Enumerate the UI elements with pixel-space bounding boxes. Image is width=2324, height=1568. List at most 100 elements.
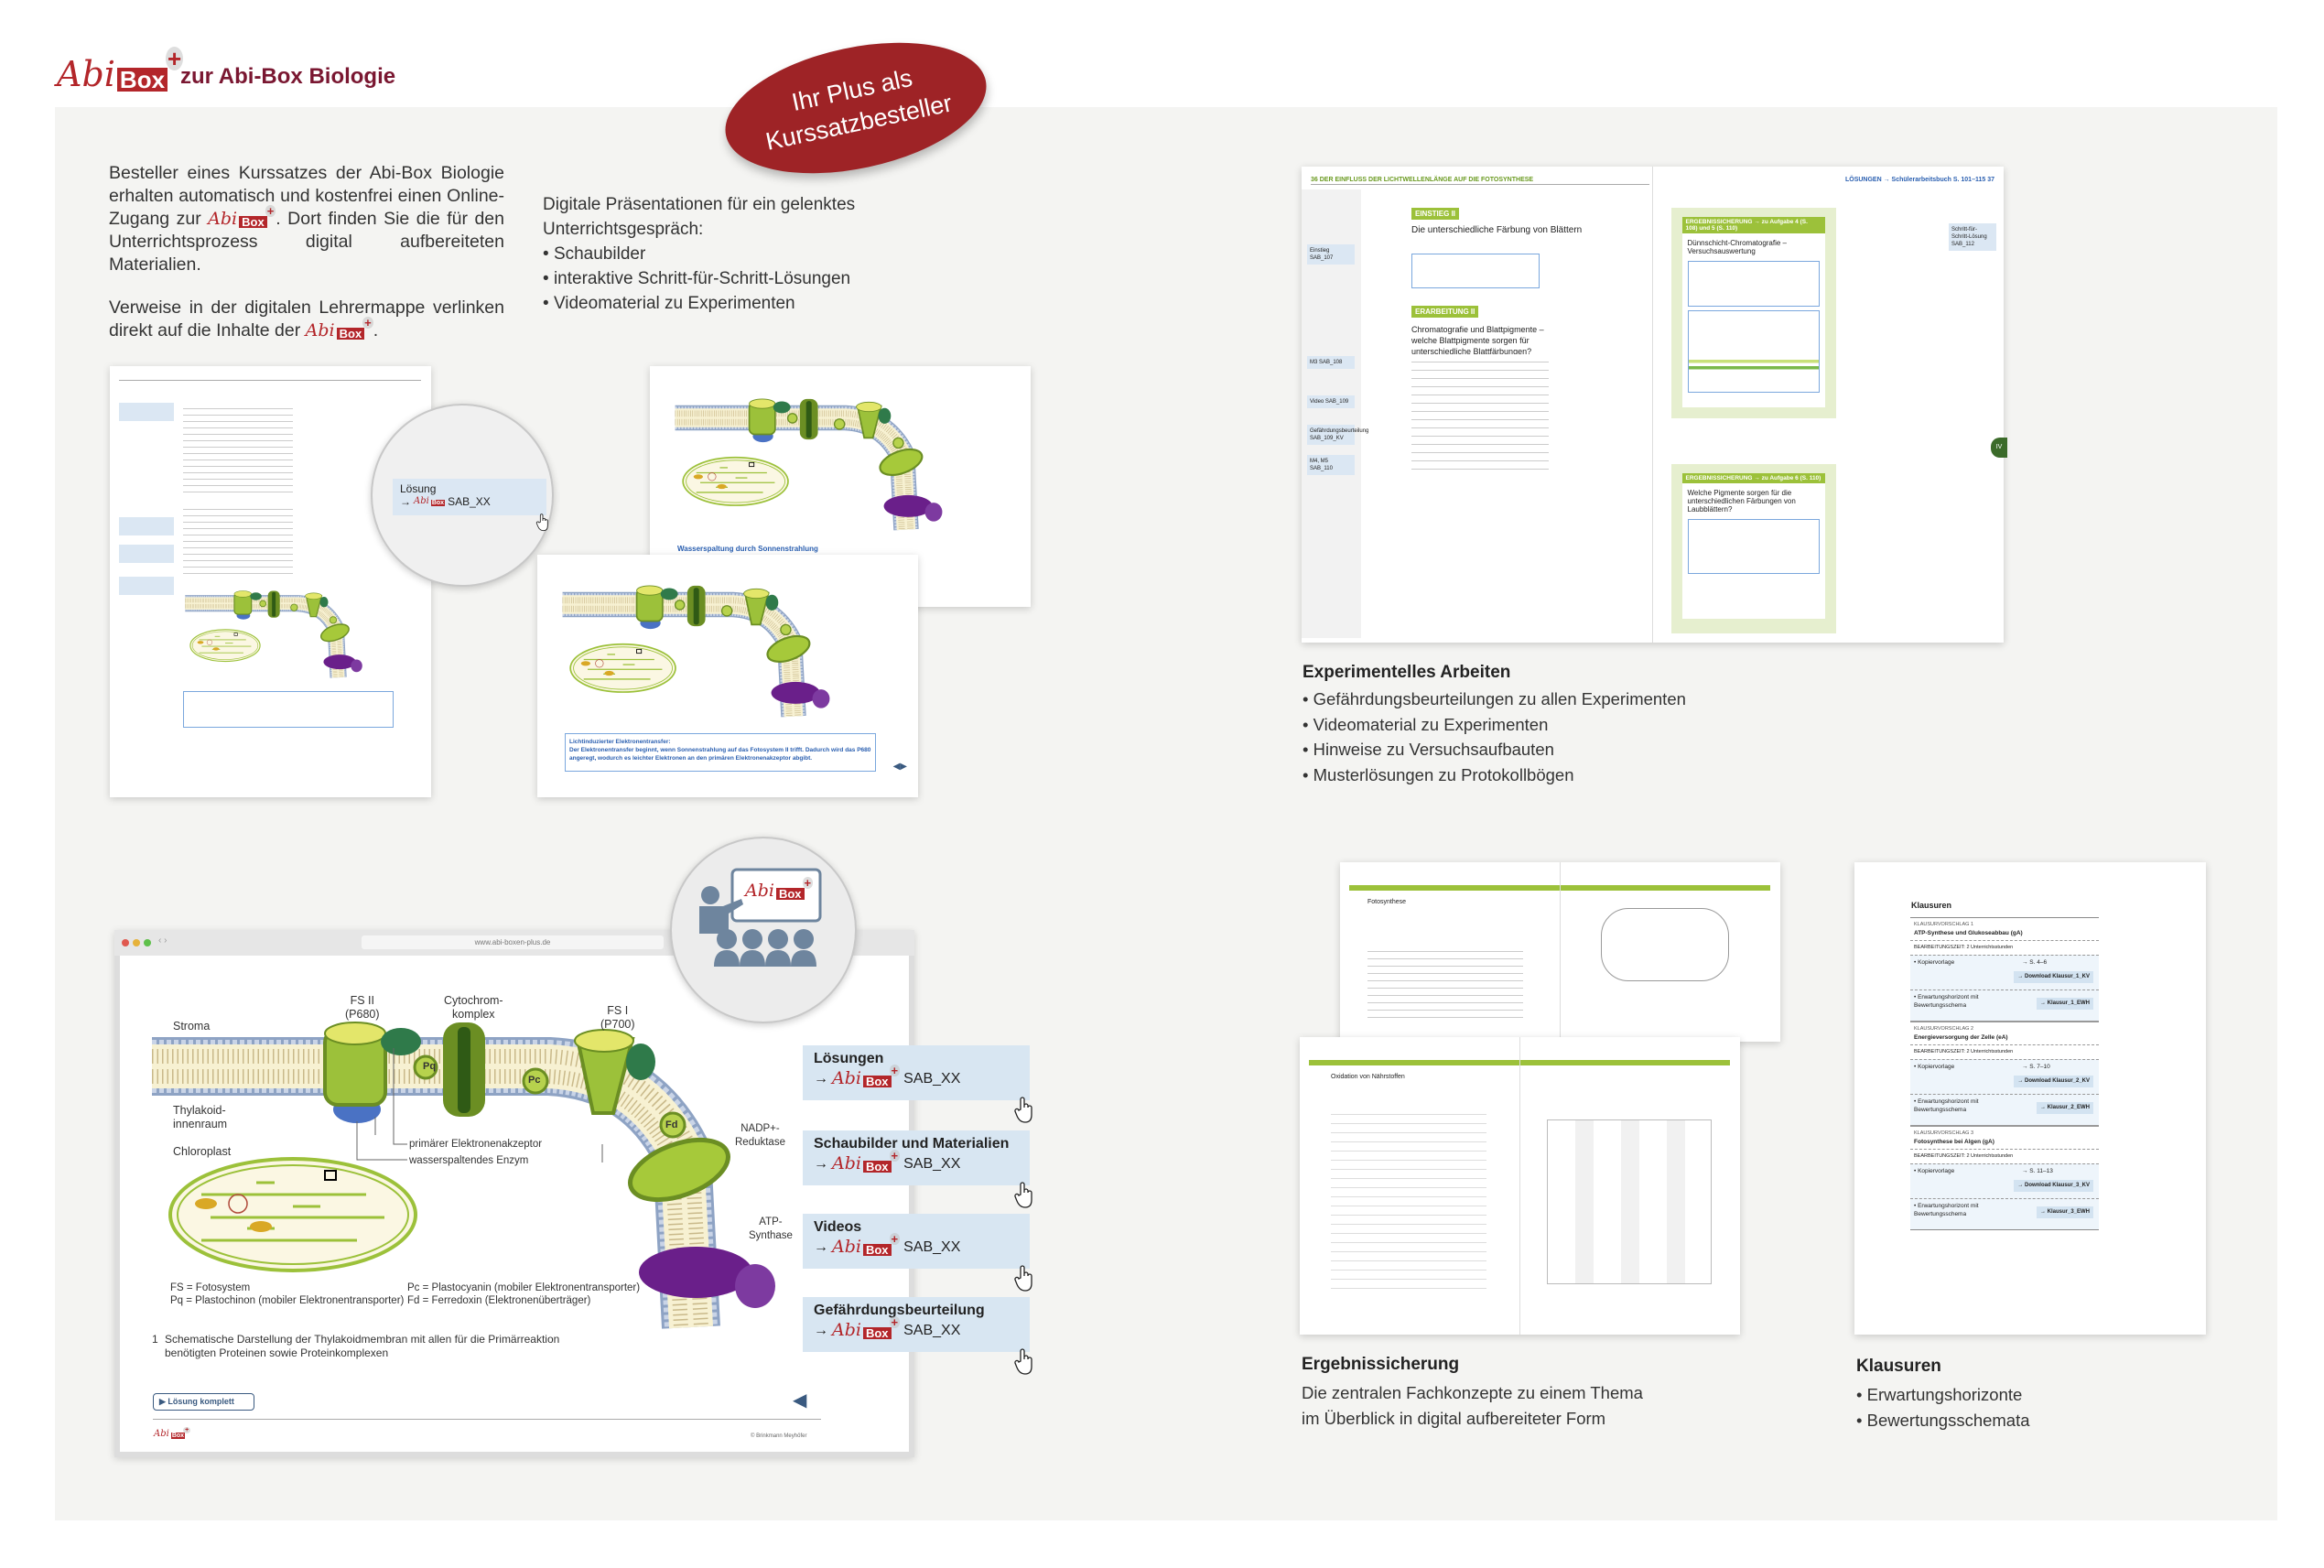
side-link[interactable]: M4, M5 SAB_110 <box>1307 455 1355 475</box>
intro-paragraph-2: Verweise in der digitalen Lehrermappe ve… <box>109 297 504 342</box>
side-link[interactable]: Einstieg SAB_107 <box>1307 244 1355 265</box>
erarbeitung-label: ERARBEITUNG II <box>1411 306 1479 318</box>
label-cyt-1: Cytochrom- <box>444 994 503 1007</box>
link-code: SAB_XX <box>903 1155 961 1172</box>
proposal-time: BEARBEITUNGSZEIT: 2 Unterrichtsstunden <box>1910 1044 2099 1059</box>
side-link[interactable] <box>119 577 174 595</box>
side-link[interactable]: Gefährdungsbeurteilung SAB_109_KV <box>1307 425 1368 445</box>
thylakoid-diagram-small <box>183 581 366 680</box>
side-link[interactable] <box>119 403 174 421</box>
hand-cursor-icon <box>1013 1182 1035 1209</box>
kv-row: • Kopiervorlage→ S. 7–10→ Download Klaus… <box>1910 1059 2099 1094</box>
download-kv-button[interactable]: → Download Klausur_1_KV <box>2014 971 2093 983</box>
label-fs2: FS II(P680) <box>345 994 380 1022</box>
maximize-dot[interactable] <box>144 939 151 946</box>
hand-cursor-icon <box>1013 1097 1035 1124</box>
klausuren-title: Klausuren <box>1856 1357 1941 1376</box>
logo-box: Box <box>775 888 805 900</box>
proposal-topic: Fotosynthese bei Algen (gA) <box>1914 1139 1994 1145</box>
label-thyl-2: innenraum <box>173 1118 228 1130</box>
solution-complete-button[interactable]: ▶ Lösung komplett <box>153 1393 254 1411</box>
label-atp-1: ATP- <box>759 1217 783 1227</box>
text-lines <box>1331 1106 1486 1289</box>
label-thylakoid: Thylakoid-innenraum <box>173 1104 227 1131</box>
page-header-line <box>119 372 421 381</box>
list-item: interaktive Schritt-für-Schritt-Lösungen <box>543 266 927 291</box>
download-kv-button[interactable]: → Download Klausur_3_KV <box>2014 1180 2093 1192</box>
link-title: Lösungen <box>814 1051 884 1066</box>
label-fs2-sub: (P680) <box>345 1008 380 1021</box>
solution-spread: 36 DER EINFLUSS DER LICHTWELLENLÄNGE AUF… <box>1302 167 2007 643</box>
ergebnis-title: Welche Pigmente sorgen für die unterschi… <box>1687 489 1796 514</box>
link-title: Videos <box>814 1219 862 1235</box>
figure-caption: Schematische Darstellung der Thylakoidme… <box>165 1333 560 1359</box>
side-link[interactable]: Video SAB_109 <box>1307 395 1355 408</box>
side-link[interactable] <box>119 545 174 563</box>
footer-line <box>153 1419 821 1420</box>
url-bar[interactable]: www.abi-boxen-plus.de <box>362 935 664 949</box>
proposal-label: KLAUSURVORSCHLAG 3 <box>1914 1130 1974 1136</box>
ewh-label: Erwartungshorizont mit Bewertungsschema <box>1914 1098 1979 1113</box>
back-arrow-icon[interactable]: ◀ <box>793 1390 807 1411</box>
kv-row: • Kopiervorlage→ S. 4–6→ Download Klausu… <box>1910 955 2099 989</box>
proposal-label: KLAUSURVORSCHLAG 2 <box>1914 1026 1974 1032</box>
thylakoid-diagram-small <box>560 571 835 720</box>
legend-item: Pq = Plastochinon (mobiler Elektronentra… <box>170 1295 405 1306</box>
close-dot[interactable] <box>122 939 129 946</box>
einstieg-label: EINSTIEG II <box>1411 208 1460 220</box>
ewh-link-button[interactable]: → Klausur_2_EWH <box>2036 1102 2093 1114</box>
side-link[interactable]: Schritt-für-Schritt-Lösung SAB_112 <box>1949 223 1996 251</box>
download-kv-button[interactable]: → Download Klausur_2_KV <box>2014 1076 2093 1087</box>
teacher-page-thumbnail <box>110 366 431 797</box>
logo-abi: Abi <box>208 209 238 229</box>
nav-back-forward[interactable]: ‹ › <box>158 935 168 946</box>
ewh-label: Erwartungshorizont mit Bewertungsschema <box>1914 994 1979 1009</box>
logo-abi: Abi <box>57 54 115 94</box>
spread-left-page: 36 DER EINFLUSS DER LICHTWELLENLÄNGE AUF… <box>1302 167 1653 643</box>
ewh-link-button[interactable]: → Klausur_3_EWH <box>2036 1206 2093 1218</box>
link-code: SAB_XX <box>903 1070 961 1087</box>
answer-box <box>1687 519 1820 574</box>
proposal-header: KLAUSURVORSCHLAG 3 Fotosynthese bei Algen… <box>1910 1125 2099 1149</box>
magnified-link-code: SAB_XX <box>448 495 491 508</box>
hand-cursor-icon <box>1013 1348 1035 1376</box>
ewh-link-button[interactable]: → Klausur_1_EWH <box>2036 998 2093 1010</box>
label-fs1: FS I(P700) <box>600 1004 635 1032</box>
slide-title: Wasserspaltung durch Sonnenstrahlung <box>677 545 818 553</box>
side-link[interactable]: M3 SAB_108 <box>1307 356 1355 369</box>
label-pq: Pq <box>423 1061 437 1072</box>
ergebnis-spread-back: Fotosynthese <box>1340 862 1780 1042</box>
logo-plus: + <box>802 876 814 891</box>
logo-plus: + <box>265 204 276 219</box>
slide-nav-arrows[interactable]: ◀▶ <box>892 762 907 772</box>
logo-box: Box <box>239 216 267 228</box>
slide-thumbnail-front: Lichtinduzierter Elektronentransfer: Der… <box>537 555 918 797</box>
logo-box: Box <box>862 1076 892 1087</box>
ergebnis-title: Dünnschicht-Chromatografie – Versuchsaus… <box>1687 239 1788 255</box>
minimize-dot[interactable] <box>133 939 140 946</box>
logo-plus: + <box>889 1149 901 1163</box>
label-fs1-sub: (P700) <box>600 1018 635 1031</box>
side-link[interactable] <box>119 517 174 535</box>
legend-item: Pc = Plastocyanin (mobiler Elektronentra… <box>407 1282 641 1293</box>
kv-label: Kopiervorlage <box>1918 1064 1955 1070</box>
ergebnis-label: ERGEBNISSICHERUNG → zu Aufgabe 4 (S. 108… <box>1681 217 1825 233</box>
logo-abi: Abi <box>745 881 774 901</box>
hand-cursor-icon <box>1013 1265 1035 1292</box>
spread-right-page: LÖSUNGEN → Schülerarbeitsbuch S. 101–115… <box>1653 167 2007 643</box>
chapter-tab[interactable]: IV <box>1991 438 2007 458</box>
